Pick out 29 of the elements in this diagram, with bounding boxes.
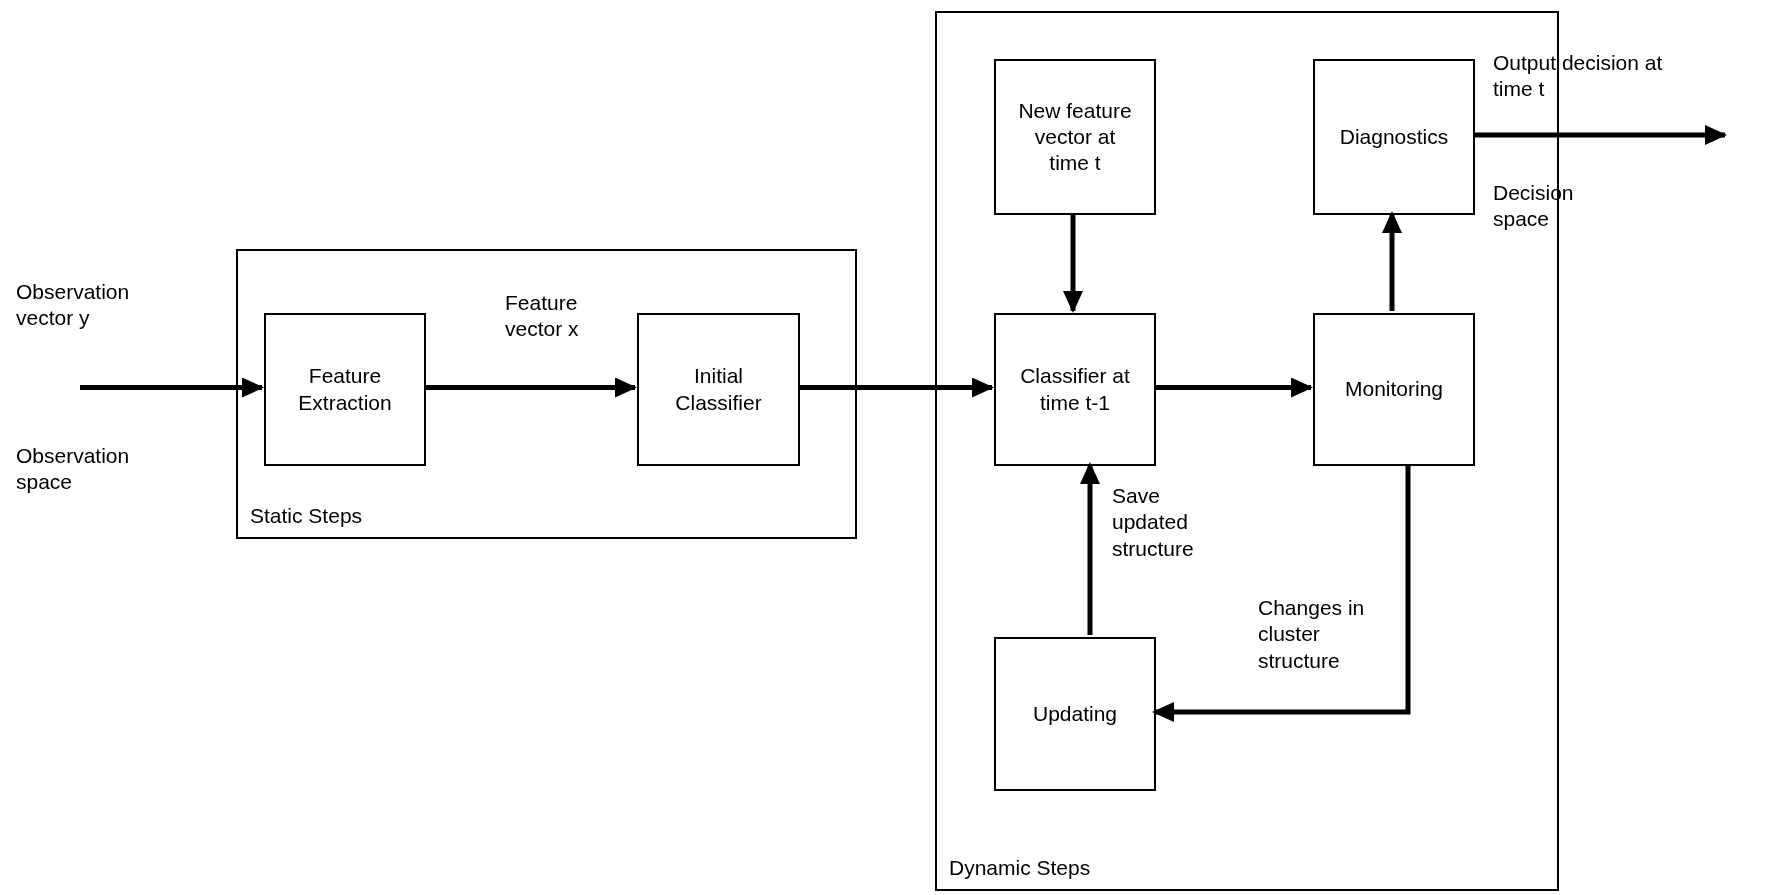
group-label: Static Steps [250,502,363,529]
annotation-text: Observation vector y [16,279,131,332]
process-box [1313,59,1475,215]
box-label: Initial Classifier [674,363,763,416]
box-label: Feature Extraction [297,363,393,416]
process-box [994,59,1156,215]
process-box [1313,313,1475,466]
box-label: Monitoring [1343,376,1445,403]
arrow [1382,211,1402,311]
box-label: New feature vector at time t [1017,97,1133,177]
process-box [637,313,800,466]
box-label: Classifier at time t-1 [1019,363,1131,416]
group-label: Dynamic Steps [949,854,1091,881]
arrow [80,377,264,398]
arrow [1154,377,1313,398]
box-label: Updating [1031,700,1119,727]
arrow [1080,462,1100,635]
annotation-text: Output decision at time t [1493,50,1663,103]
group-box [236,249,857,539]
process-box [994,637,1156,791]
arrow [424,377,637,398]
arrow [1063,213,1083,313]
annotation-text: Observation space [16,443,131,496]
arrow [1152,464,1411,722]
arrow [798,377,994,398]
process-box [994,313,1156,466]
arrow [1473,125,1727,145]
process-box [264,313,426,466]
box-label: Diagnostics [1338,123,1450,150]
